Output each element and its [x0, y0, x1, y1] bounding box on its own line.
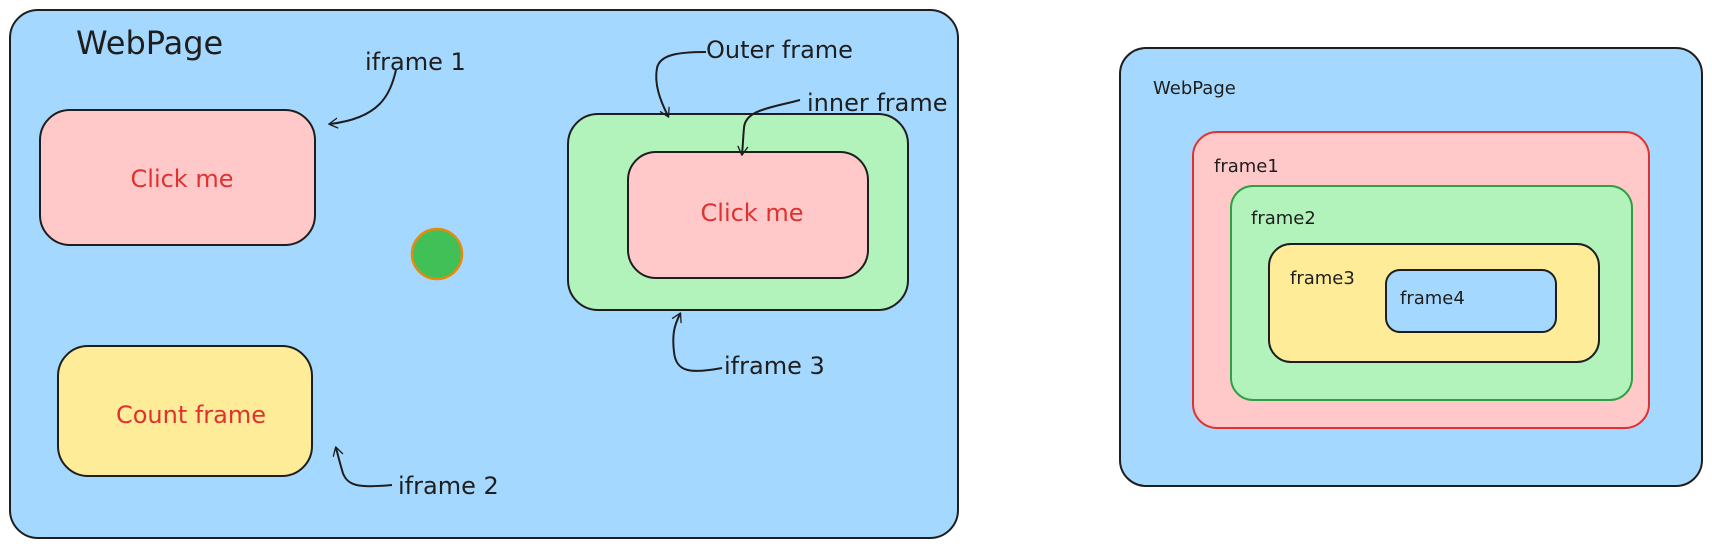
iframe2-box [57, 345, 313, 477]
left-diagram: WebPage Click me iframe 1 Count frame if… [9, 9, 959, 539]
outer-frame-arrow [655, 51, 707, 118]
iframe2-label: iframe 2 [398, 472, 499, 500]
green-dot [410, 227, 464, 281]
right-diagram: WebPage frame1 frame2 frame3 frame4 [1119, 47, 1703, 487]
left-webpage-title: WebPage [76, 24, 223, 62]
inner-frame-arrow [737, 99, 801, 156]
frame3-label: frame3 [1290, 268, 1355, 289]
iframe1-label: iframe 1 [365, 48, 466, 76]
iframe1-click-me-button[interactable]: Click me [131, 165, 234, 193]
right-webpage-title: WebPage [1153, 78, 1236, 99]
count-frame-text: Count frame [116, 401, 266, 429]
frame4-box [1385, 269, 1557, 333]
iframe3-arrow [671, 312, 723, 372]
outer-frame-label: Outer frame [706, 36, 853, 64]
frame4-label: frame4 [1400, 288, 1465, 309]
iframe2-arrow [332, 446, 393, 488]
frame1-label: frame1 [1214, 156, 1279, 177]
iframe1-box [39, 109, 316, 246]
frame2-label: frame2 [1251, 208, 1316, 229]
iframe1-arrow [328, 69, 397, 129]
inner-frame-label: inner frame [807, 89, 948, 117]
iframe3-label: iframe 3 [724, 352, 825, 380]
iframe3-click-me-button[interactable]: Click me [701, 199, 804, 227]
